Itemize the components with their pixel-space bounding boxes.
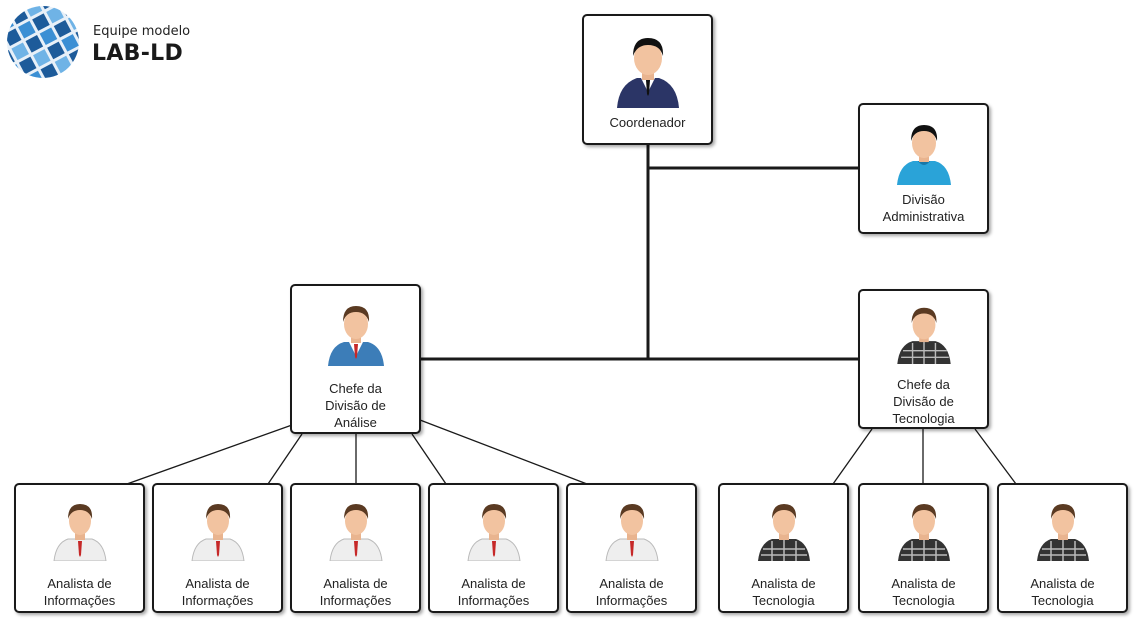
connector-analise-5 [419,419,588,485]
person-white-shirt-icon [604,504,659,561]
node-label: Chefe da Divisão de Tecnologia [892,377,955,426]
person-white-shirt-icon [328,504,383,561]
connector-analise-1 [126,424,293,485]
node-chefe-divisao-tecnologia[interactable]: Chefe da Divisão de Tecnologia [858,289,989,429]
node-analista-informacoes[interactable]: Analista de Informações [14,483,145,613]
node-chefe-divisao-analise[interactable]: Chefe da Divisão de Análise [290,284,421,434]
person-suit-icon [616,38,679,108]
person-white-shirt-icon [52,504,107,561]
connector-tec-1 [832,428,873,485]
node-label: Analista de Informações [457,576,530,608]
node-label: Chefe da Divisão de Análise [325,381,386,430]
node-label: Analista de Tecnologia [751,576,816,608]
node-label: Analista de Tecnologia [1030,576,1095,608]
node-analista-tecnologia[interactable]: Analista de Tecnologia [718,483,849,613]
connector-analise-4 [411,433,447,485]
node-label: Divisão Administrativa [882,192,965,224]
globe-logo-icon [7,6,79,78]
node-label: Analista de Informações [43,576,116,608]
node-analista-tecnologia[interactable]: Analista de Tecnologia [997,483,1128,613]
person-plaid-shirt-icon [757,504,810,561]
person-blue-suit-icon [327,306,384,366]
person-plaid-shirt-icon [897,504,950,561]
node-divisao-administrativa[interactable]: Divisão Administrativa [858,103,989,234]
node-analista-informacoes[interactable]: Analista de Informações [566,483,697,613]
node-analista-informacoes[interactable]: Analista de Informações [152,483,283,613]
node-label: Analista de Informações [319,576,392,608]
logo-title: LAB-LD [92,41,184,66]
node-label: Coordenador [609,115,686,130]
node-coordenador[interactable]: Coordenador [582,14,713,145]
person-plaid-shirt-icon [1036,504,1089,561]
node-label: Analista de Tecnologia [891,576,956,608]
person-blue-shirt-icon [896,125,951,185]
person-white-shirt-icon [190,504,245,561]
node-analista-tecnologia[interactable]: Analista de Tecnologia [858,483,989,613]
node-analista-informacoes[interactable]: Analista de Informações [290,483,421,613]
logo-subtitle: Equipe modelo [93,24,191,39]
node-analista-informacoes[interactable]: Analista de Informações [428,483,559,613]
node-label: Analista de Informações [181,576,254,608]
person-plaid-shirt-icon [896,307,951,364]
connector-analise-2 [267,433,303,485]
person-white-shirt-icon [466,504,521,561]
connector-tec-3 [974,428,1017,485]
node-label: Analista de Informações [595,576,668,608]
